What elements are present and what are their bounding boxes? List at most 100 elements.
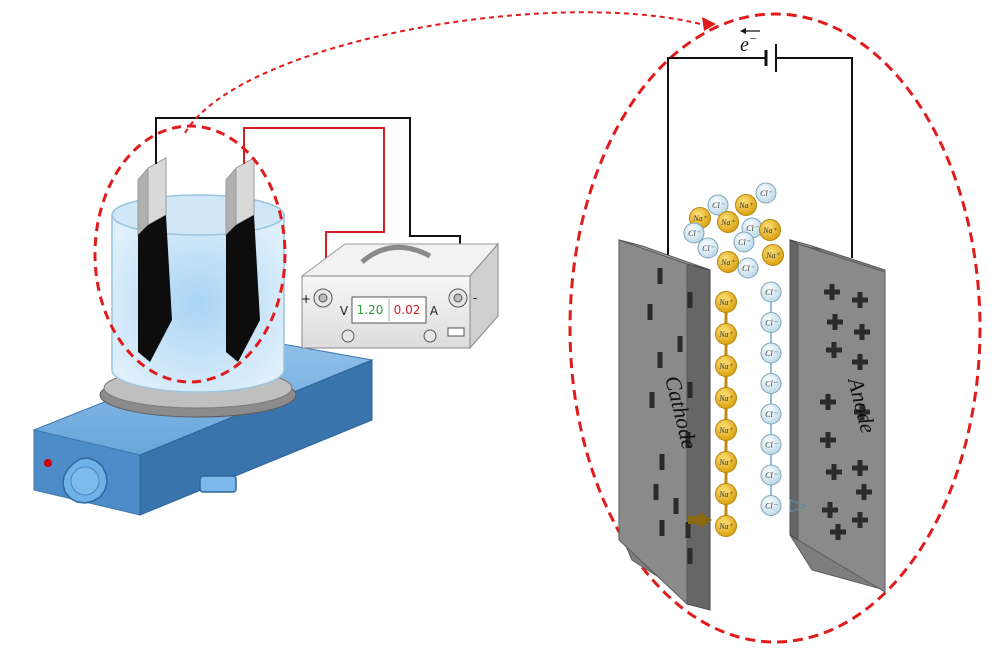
chloride-ion: Cl⁻ (760, 434, 782, 455)
positive-terminal[interactable] (313, 288, 333, 308)
sodium-ion: Na⁺ (715, 355, 737, 377)
sodium-ion: Na⁺ (715, 451, 737, 473)
svg-text:Cl⁻: Cl⁻ (765, 380, 778, 389)
svg-text:Cl⁻: Cl⁻ (712, 201, 725, 210)
sodium-ion: Na⁺ (735, 194, 757, 216)
negative-terminal[interactable] (448, 288, 468, 308)
positive-charge-mark (826, 342, 842, 358)
positive-charge-mark (827, 314, 843, 330)
svg-text:Na⁺: Na⁺ (762, 226, 777, 235)
negative-terminal-label: - (473, 291, 477, 305)
sodium-ion: Na⁺ (715, 515, 737, 537)
svg-text:Cl⁻: Cl⁻ (765, 288, 778, 297)
svg-text:Cl⁻: Cl⁻ (765, 319, 778, 328)
chloride-ion: Cl⁻ (760, 495, 782, 516)
negative-charge-mark (649, 392, 655, 408)
anion-migration-arrow (789, 499, 808, 513)
sodium-ion: Na⁺ (717, 251, 739, 273)
electron-label: e− (740, 31, 758, 56)
negative-charge-mark (677, 336, 683, 352)
svg-text:Na⁺: Na⁺ (765, 251, 780, 260)
positive-charge-mark (820, 394, 836, 410)
svg-text:Cl⁻: Cl⁻ (765, 441, 778, 450)
power-switch[interactable] (447, 327, 465, 337)
negative-charge-mark (673, 498, 679, 514)
external-circuit-wire-right (776, 57, 853, 258)
power-supply-handle[interactable] (360, 244, 432, 264)
cation-migration-arrow (688, 512, 712, 528)
voltage-knob[interactable] (341, 329, 355, 343)
svg-text:Cl⁻: Cl⁻ (765, 349, 778, 358)
negative-charge-mark (659, 454, 665, 470)
sodium-ion: Na⁺ (762, 244, 784, 266)
current-knob[interactable] (423, 329, 437, 343)
current-readout: 0.02 (394, 303, 421, 317)
positive-terminal-label: + (301, 292, 311, 306)
chloride-ion: Cl⁻ (760, 281, 782, 303)
electron-arrow-head (740, 28, 746, 34)
chloride-ion: Cl⁻ (707, 194, 729, 216)
positive-charge-mark (856, 484, 872, 500)
svg-text:Na⁺: Na⁺ (718, 458, 733, 467)
positive-charge-mark (854, 324, 870, 340)
negative-charge-mark (685, 522, 691, 538)
svg-text:Cl⁻: Cl⁻ (738, 238, 751, 247)
negative-charge-mark (687, 292, 693, 308)
svg-text:Cl⁻: Cl⁻ (765, 502, 778, 511)
positive-charge-mark (852, 460, 868, 476)
positive-charge-mark (826, 464, 842, 480)
chloride-ion: Cl⁻ (683, 222, 705, 244)
cathode-charges (647, 268, 693, 564)
power-supply-side (469, 242, 499, 350)
positive-charge-mark (830, 524, 846, 540)
cathode-electrode (618, 239, 711, 611)
sodium-ion: Na⁺ (715, 483, 737, 505)
external-circuit-wire (667, 57, 765, 270)
zoom-arrow-head (702, 17, 716, 31)
beaker-electrode-right (225, 157, 260, 362)
chloride-ion: Cl⁻ (755, 182, 777, 204)
chloride-ion: Cl⁻ (760, 403, 782, 425)
beaker-electrode-left (137, 157, 172, 362)
negative-charge-mark (659, 520, 665, 536)
ion-layer: Cl⁻Na⁺Cl⁻Na⁺Na⁺Cl⁻Na⁺Cl⁻Na⁺Cl⁻Na⁺Cl⁻Cl⁻N… (683, 182, 784, 537)
power-supply: 1.20 0.02 V A + - (300, 242, 500, 350)
zoom-arrow (184, 11, 709, 134)
positive-charge-mark (820, 432, 836, 448)
negative-charge-mark (657, 352, 663, 368)
negative-charge-mark (687, 548, 693, 564)
detail-callout-ellipse (568, 12, 982, 644)
anode-charges (820, 284, 872, 540)
voltage-readout: 1.20 (357, 303, 384, 317)
positive-charge-mark (852, 512, 868, 528)
svg-text:Cl⁻: Cl⁻ (760, 189, 773, 198)
svg-text:Cl⁻: Cl⁻ (688, 229, 701, 238)
chloride-ion: Cl⁻ (737, 257, 759, 279)
chloride-ion: Cl⁻ (760, 312, 782, 333)
svg-text:Na⁺: Na⁺ (718, 426, 733, 435)
sodium-ion: Na⁺ (717, 211, 739, 233)
svg-text:Na⁺: Na⁺ (720, 218, 735, 227)
chloride-ion: Cl⁻ (697, 237, 719, 259)
hot-plate-button[interactable] (199, 475, 237, 493)
svg-text:Na⁺: Na⁺ (718, 298, 733, 307)
voltage-unit-label: V (340, 304, 349, 318)
power-indicator-light (44, 459, 52, 467)
positive-charge-mark (852, 354, 868, 370)
negative-charge-mark (647, 304, 653, 320)
svg-text:Cl⁻: Cl⁻ (765, 410, 778, 419)
chloride-ion: Cl⁻ (733, 231, 755, 253)
svg-text:Cl⁻: Cl⁻ (742, 264, 755, 273)
chloride-ion: Cl⁻ (760, 373, 782, 394)
current-unit-label: A (430, 304, 439, 318)
svg-text:Na⁺: Na⁺ (692, 214, 707, 223)
svg-text:Na⁺: Na⁺ (718, 490, 733, 499)
negative-charge-mark (685, 432, 691, 448)
hot-plate-knob[interactable] (62, 457, 108, 504)
positive-charge-mark (852, 292, 868, 308)
svg-text:Cl⁻: Cl⁻ (702, 244, 715, 253)
positive-charge-mark (854, 404, 870, 420)
svg-text:Na⁺: Na⁺ (718, 522, 733, 531)
sodium-ion: Na⁺ (715, 323, 737, 345)
